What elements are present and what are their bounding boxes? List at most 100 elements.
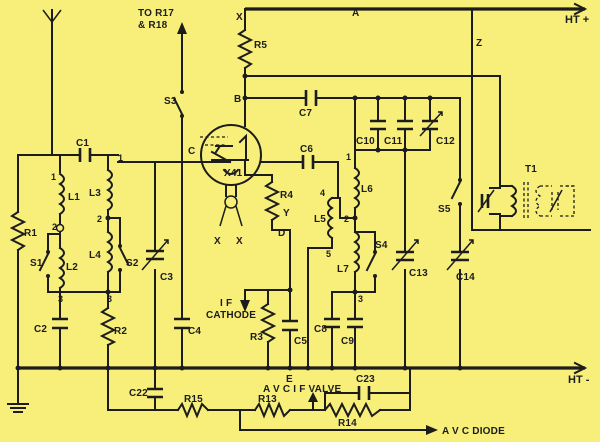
- r4-label: R4: [280, 190, 293, 201]
- heater-x1-label: X: [214, 236, 221, 247]
- capacitor-c4: [174, 317, 190, 330]
- capacitor-c11: [397, 119, 413, 131]
- inductor-l7: [353, 230, 360, 274]
- node-e-label: E: [286, 374, 293, 385]
- resistor-r5: [236, 28, 254, 70]
- t1-label: T1: [525, 164, 537, 175]
- capacitor-c1: [78, 148, 92, 162]
- earth-symbol: [7, 367, 29, 413]
- switch-s5: [450, 178, 462, 206]
- node-a-label: A: [352, 8, 359, 19]
- to-r17-label-line1: TO R17: [138, 8, 174, 19]
- ht-plus-rail: [245, 2, 588, 16]
- l5-pin-4: 4: [320, 188, 325, 198]
- avc-diode-label: A V C DIODE: [442, 426, 505, 437]
- r2-label: R2: [114, 326, 127, 337]
- node-y-label: Y: [283, 208, 290, 219]
- l1-pin-2: 2: [52, 222, 57, 232]
- ht-minus-label: HT -: [568, 374, 590, 386]
- transformer-t1: [477, 177, 575, 231]
- s3-label: S3: [164, 96, 177, 107]
- l7-pin-3: 3: [358, 294, 363, 304]
- node-b-label: B: [234, 94, 241, 105]
- l2-label: L2: [66, 262, 78, 273]
- c13-label: C13: [409, 268, 428, 279]
- c23-label: C23: [356, 374, 375, 385]
- node-x-top-label: X: [236, 12, 243, 23]
- l3-pin-2: 2: [97, 214, 102, 224]
- r14-label: R14: [338, 418, 357, 429]
- if-cathode-label-line2: CATHODE: [206, 310, 256, 321]
- s4-label: S4: [375, 240, 388, 251]
- inductor-l5: [327, 196, 334, 240]
- r15-label: R15: [184, 394, 203, 405]
- capacitor-c7: [304, 90, 318, 106]
- tap-circle-l1: [55, 223, 65, 233]
- capacitor-c5: [282, 319, 298, 332]
- avc-if-valve-label: A V C I F VALVE: [263, 384, 342, 395]
- s2-label: S2: [126, 258, 139, 269]
- resistor-r3: [259, 302, 277, 344]
- node-d-label: D: [278, 228, 285, 239]
- ht-plus-label: HT +: [565, 14, 589, 26]
- capacitor-c10: [370, 119, 386, 131]
- inductor-l2: [58, 246, 65, 290]
- capacitor-c2: [52, 317, 68, 330]
- switch-s2: [107, 244, 130, 293]
- capacitor-c22: [147, 387, 163, 399]
- s1-label: S1: [30, 258, 43, 269]
- switch-s1: [38, 250, 61, 293]
- l6-label: L6: [361, 184, 373, 195]
- r5-label: R5: [254, 40, 267, 51]
- l5-pin-5: 5: [326, 249, 331, 259]
- c6-label: C6: [300, 144, 313, 155]
- c8-label: C8: [314, 324, 327, 335]
- s5-label: S5: [438, 204, 451, 215]
- resistor-r2: [99, 306, 117, 347]
- c22-label: C22: [129, 388, 148, 399]
- inductor-l6: [353, 166, 360, 210]
- ht-minus-rail: [18, 361, 588, 375]
- l6-pin-1: 1: [346, 152, 351, 162]
- heater-x2-label: X: [236, 236, 243, 247]
- c4-label: C4: [188, 326, 201, 337]
- c5-label: C5: [294, 336, 307, 347]
- l5-label: L5: [314, 214, 326, 225]
- c11-label: C11: [384, 136, 403, 147]
- inductor-l3: [106, 168, 113, 212]
- resistor-r14: [323, 401, 382, 419]
- l1-pin-1: 1: [51, 172, 56, 182]
- to-r17-label-line2: & R18: [138, 20, 168, 31]
- resistor-r13: [253, 401, 292, 419]
- capacitor-c14: [446, 239, 474, 271]
- l1-label: L1: [68, 192, 80, 203]
- if-cathode-label-line1: I F: [220, 298, 232, 309]
- node-z-label: Z: [476, 38, 482, 49]
- l4-label: L4: [89, 250, 101, 261]
- l3-pin-top-label: 1: [118, 153, 123, 163]
- c12-label: C12: [436, 136, 455, 147]
- r3-label: R3: [250, 332, 263, 343]
- capacitor-c6: [301, 155, 315, 169]
- capacitor-c9: [347, 317, 363, 329]
- inductor-l4: [106, 230, 113, 274]
- capacitor-c13: [391, 239, 419, 271]
- c7-label: C7: [299, 108, 312, 119]
- l4-pin-3: 3: [107, 294, 112, 304]
- c9-label: C9: [341, 336, 354, 347]
- capacitor-c23: [357, 386, 371, 400]
- c14-label: C14: [456, 272, 475, 283]
- valve-label: X41: [224, 168, 243, 179]
- c2-label: C2: [34, 324, 47, 335]
- heater-symbol: [224, 195, 238, 209]
- capacitor-c8: [324, 317, 340, 329]
- inductor-l1: [58, 172, 65, 216]
- valve-x41: [200, 124, 262, 186]
- l7-label: L7: [337, 264, 349, 275]
- c1-label: C1: [76, 138, 89, 149]
- r13-label: R13: [258, 394, 277, 405]
- aerial-symbol: [42, 9, 62, 156]
- c10-label: C10: [356, 136, 375, 147]
- switch-s4: [354, 250, 377, 293]
